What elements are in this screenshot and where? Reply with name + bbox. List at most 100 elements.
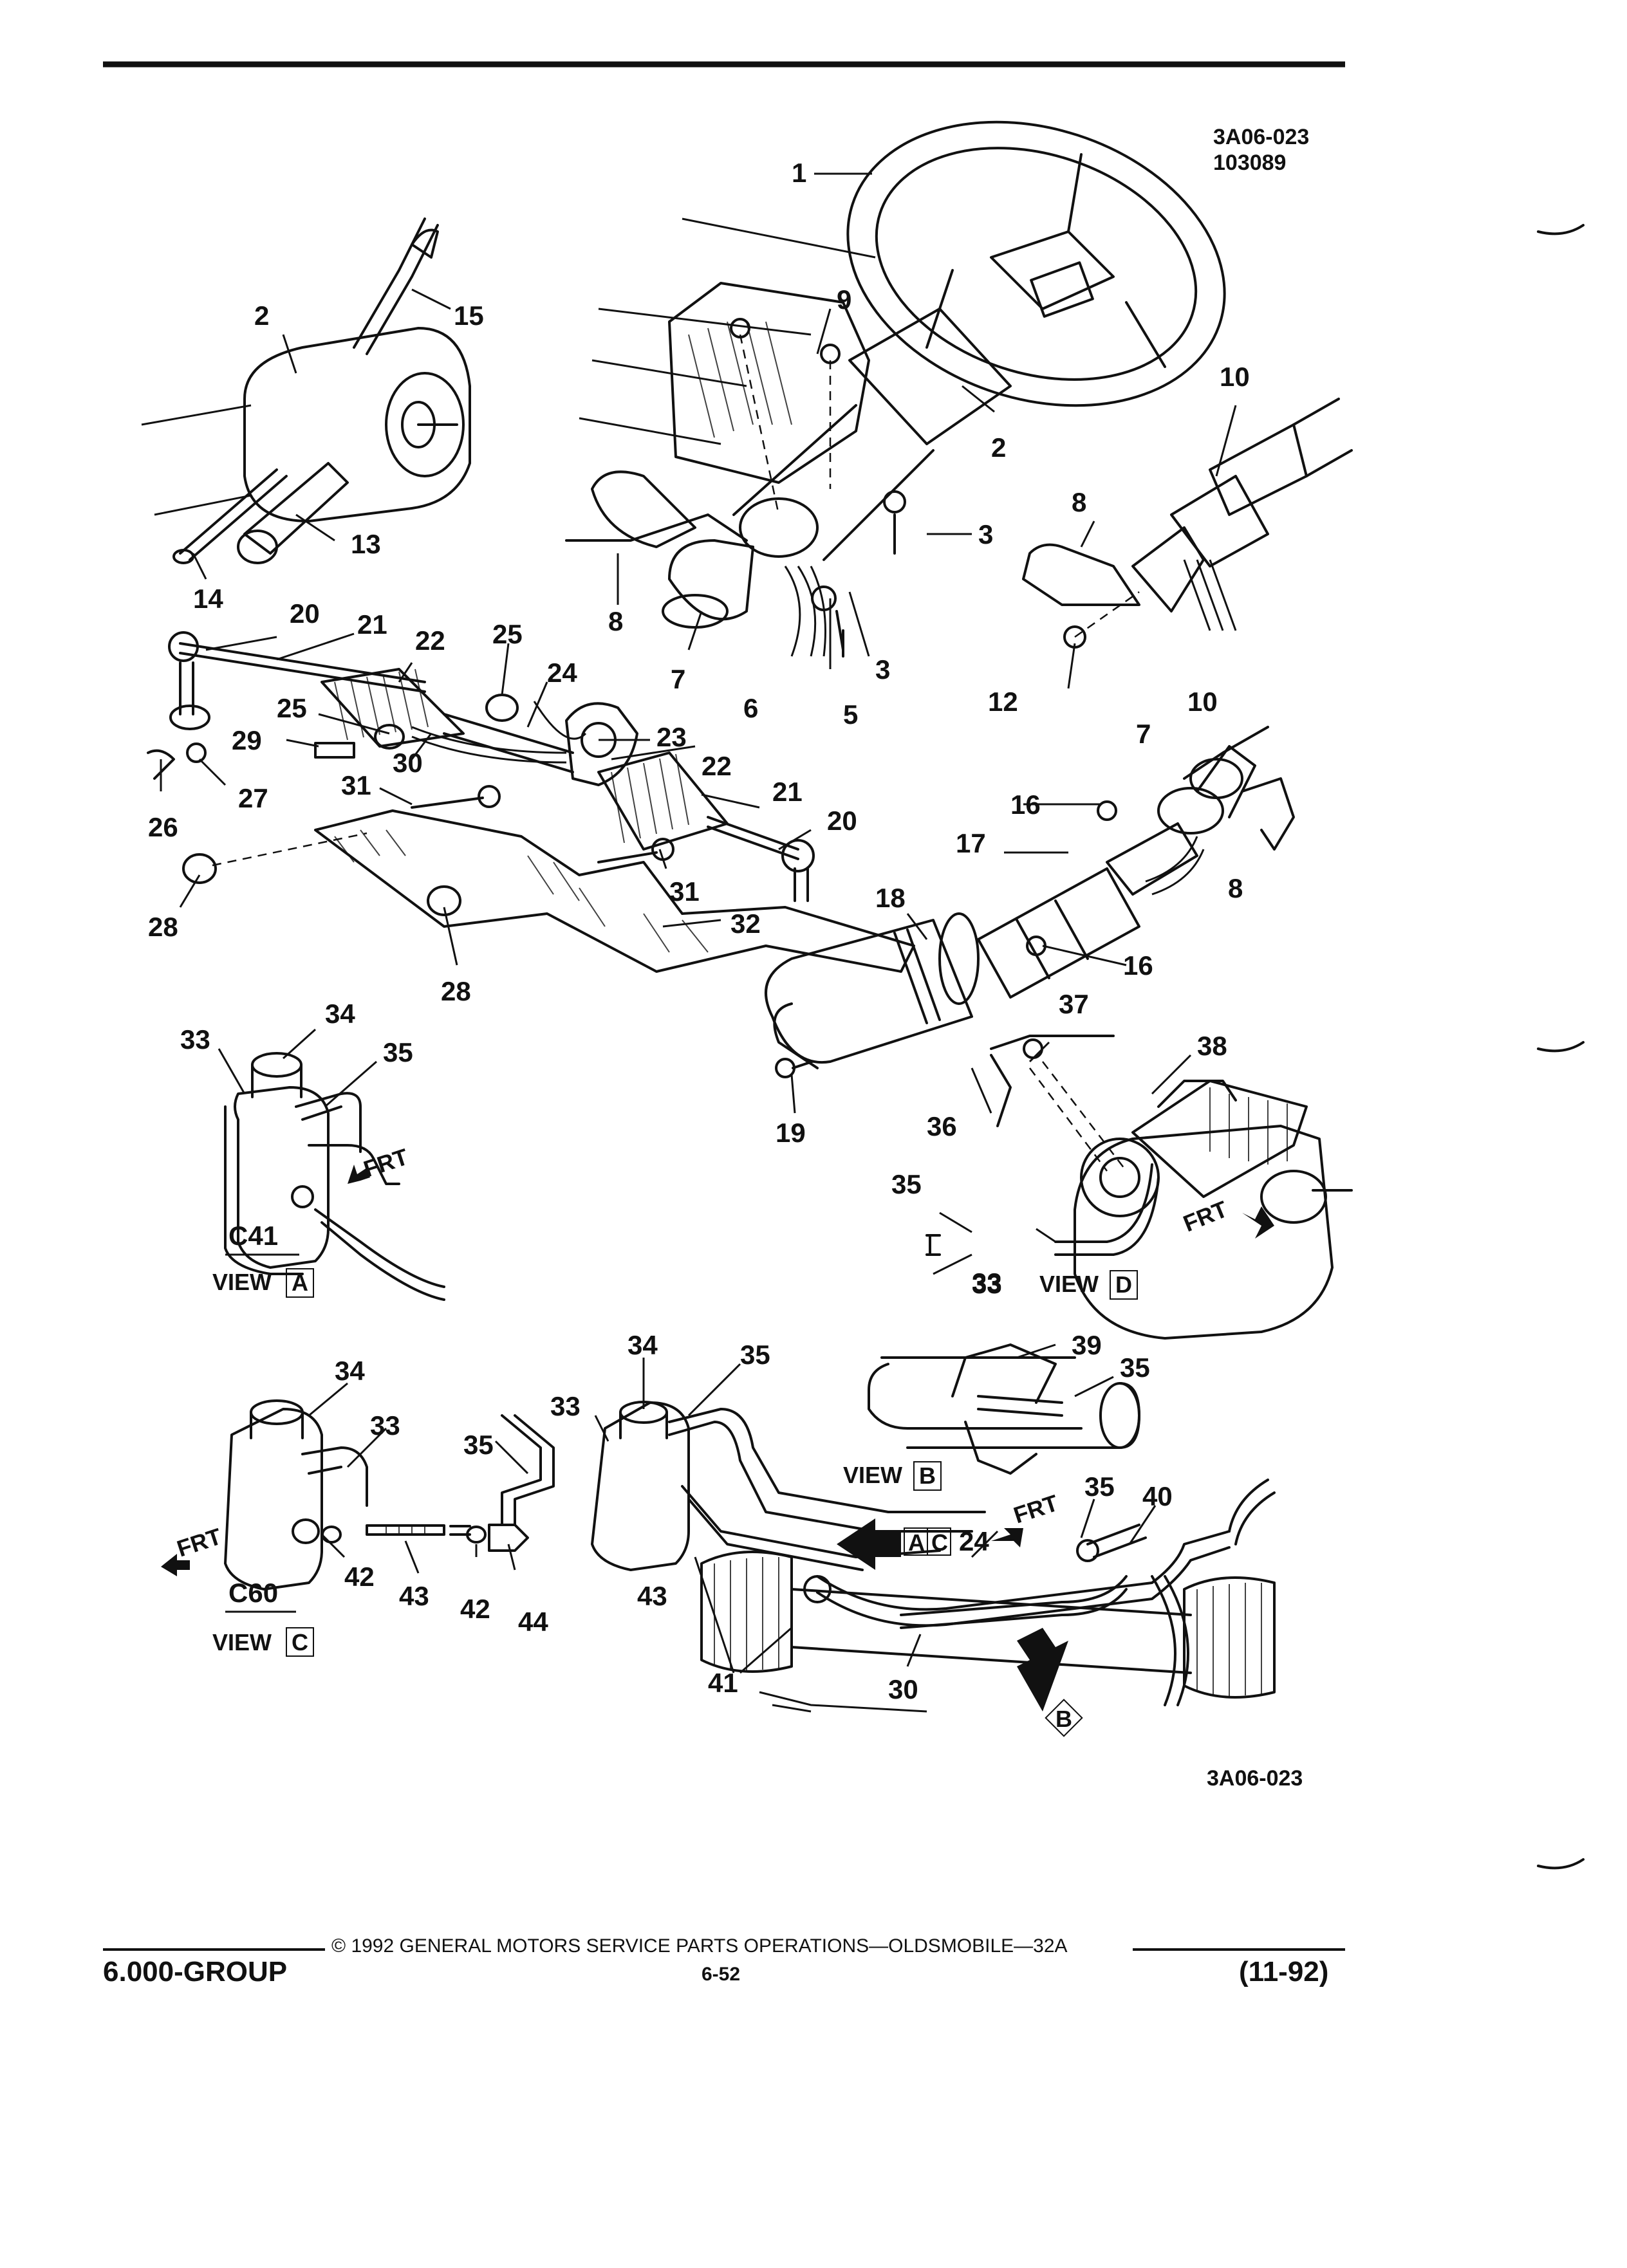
callout-38: 38 <box>1197 1031 1227 1061</box>
view-word: VIEW <box>1039 1271 1099 1297</box>
frt-label-c: FRT <box>174 1523 225 1562</box>
callout-31: 31 <box>341 770 371 800</box>
callout-16: 16 <box>1123 950 1153 981</box>
callout-23: 23 <box>656 722 687 752</box>
margin-mark <box>1537 224 1585 235</box>
copyright-line: © 1992 GENERAL MOTORS SERVICE PARTS OPER… <box>331 1935 1068 1957</box>
callout-1: 1 <box>792 158 806 188</box>
callout-24: 24 <box>959 1526 989 1556</box>
callout-10: 10 <box>1220 362 1250 392</box>
view-ac-arrow <box>837 1518 901 1570</box>
group-number: 6.000-GROUP <box>103 1956 288 1987</box>
drawing-code-bottom: 3A06-023 <box>1207 1766 1303 1791</box>
frt-arrow-a <box>348 1165 370 1184</box>
margin-mark <box>1537 1041 1585 1053</box>
callout-34: 34 <box>628 1330 658 1360</box>
callout-35: 35 <box>740 1340 770 1370</box>
frt-arrow-d <box>1242 1206 1274 1239</box>
callout-12: 12 <box>988 687 1018 717</box>
view-letter-box <box>913 1461 942 1491</box>
callout-22: 22 <box>702 751 732 781</box>
callout-8: 8 <box>1228 873 1243 903</box>
callout-32: 32 <box>730 908 761 939</box>
callout-33: 33 <box>972 1268 1002 1298</box>
callout-33: 33 <box>180 1024 210 1055</box>
view-letter-box <box>286 1627 314 1657</box>
view-word: VIEW <box>212 1269 272 1295</box>
callout-43: 43 <box>637 1581 667 1611</box>
callout-27: 27 <box>238 783 268 813</box>
callout-15: 15 <box>454 300 484 331</box>
callout-41: 41 <box>708 1668 738 1698</box>
callout-6: 6 <box>743 693 758 723</box>
arrow-tag-box-c <box>927 1527 951 1556</box>
view-a-reservoir <box>224 1052 445 1301</box>
view-letter-box <box>286 1268 314 1298</box>
drawing-code-date: 103089 <box>1213 151 1286 175</box>
callout-2: 2 <box>991 432 1006 463</box>
callout-33: 33 <box>550 1391 581 1421</box>
intermediate-shaft-assembly <box>765 726 1295 1078</box>
callout-3: 3 <box>875 654 890 685</box>
callout-17: 17 <box>956 828 986 858</box>
callout-43: 43 <box>399 1581 429 1611</box>
callout-35: 35 <box>463 1430 494 1460</box>
callout-37: 37 <box>1059 989 1089 1019</box>
callout-25: 25 <box>277 693 307 723</box>
margin-mark <box>1537 1858 1585 1870</box>
model-code-c60: C60 <box>228 1578 278 1608</box>
frt-label-bottom: FRT <box>1010 1489 1061 1529</box>
callout-35: 35 <box>891 1169 922 1199</box>
arrow-tag-box-b <box>1045 1699 1083 1737</box>
callout-42: 42 <box>344 1562 375 1592</box>
callout-33: 33 <box>370 1410 400 1441</box>
model-code-c41: C41 <box>228 1221 278 1251</box>
revision-date: (11-92) <box>1239 1956 1329 1987</box>
callout-34: 34 <box>325 999 355 1029</box>
frt-label-a: FRT <box>360 1143 411 1183</box>
callout-24: 24 <box>547 658 577 688</box>
rack-and-pinion-assembly <box>147 631 915 973</box>
callout-40: 40 <box>1142 1481 1173 1511</box>
view-letter-box <box>1110 1270 1138 1300</box>
callout-20: 20 <box>290 598 320 629</box>
callout-19: 19 <box>776 1118 806 1148</box>
arrow-tag-b: B <box>1055 1706 1072 1732</box>
view-b-label: VIEW B <box>843 1461 942 1491</box>
callout-22: 22 <box>415 625 445 656</box>
view-a-label: C41 VIEW A <box>212 1221 314 1298</box>
frt-arrow-c <box>161 1554 190 1576</box>
view-letter: C <box>292 1629 308 1655</box>
callout-numbers: 1 2 2 3 3 5 6 7 7 8 8 8 9 10 10 12 13 14… <box>148 158 1250 1704</box>
callout-8: 8 <box>608 606 623 636</box>
callout-18: 18 <box>875 883 906 913</box>
callout-20: 20 <box>827 806 857 836</box>
frt-arrow-bottom <box>991 1528 1023 1547</box>
arrow-tag-c: C <box>931 1529 948 1556</box>
view-b-clamp <box>868 1343 1140 1475</box>
callout-36: 36 <box>927 1111 957 1141</box>
callout-44: 44 <box>518 1607 548 1637</box>
frt-label-d: FRT <box>1180 1195 1231 1237</box>
callout-25: 25 <box>492 619 523 649</box>
column-right-assembly <box>1022 398 1353 649</box>
callout-10: 10 <box>1187 687 1218 717</box>
steering-wheel-assembly <box>565 120 1226 658</box>
callout-35: 35 <box>1084 1471 1115 1502</box>
callout-2: 2 <box>254 300 269 331</box>
callout-28: 28 <box>148 912 178 942</box>
callout-33: 33 <box>972 1269 1002 1299</box>
column-lever-assembly <box>141 217 471 564</box>
callout-34: 34 <box>335 1356 365 1386</box>
callout-28: 28 <box>441 976 471 1006</box>
callout-21: 21 <box>772 777 803 807</box>
gear-hose-assembly <box>591 1401 1276 1713</box>
callout-3: 3 <box>978 519 993 549</box>
callout-30: 30 <box>888 1674 918 1704</box>
callout-5: 5 <box>843 699 858 730</box>
callout-42: 42 <box>460 1594 490 1624</box>
callout-16: 16 <box>1010 789 1041 820</box>
callout-31: 31 <box>669 876 700 907</box>
